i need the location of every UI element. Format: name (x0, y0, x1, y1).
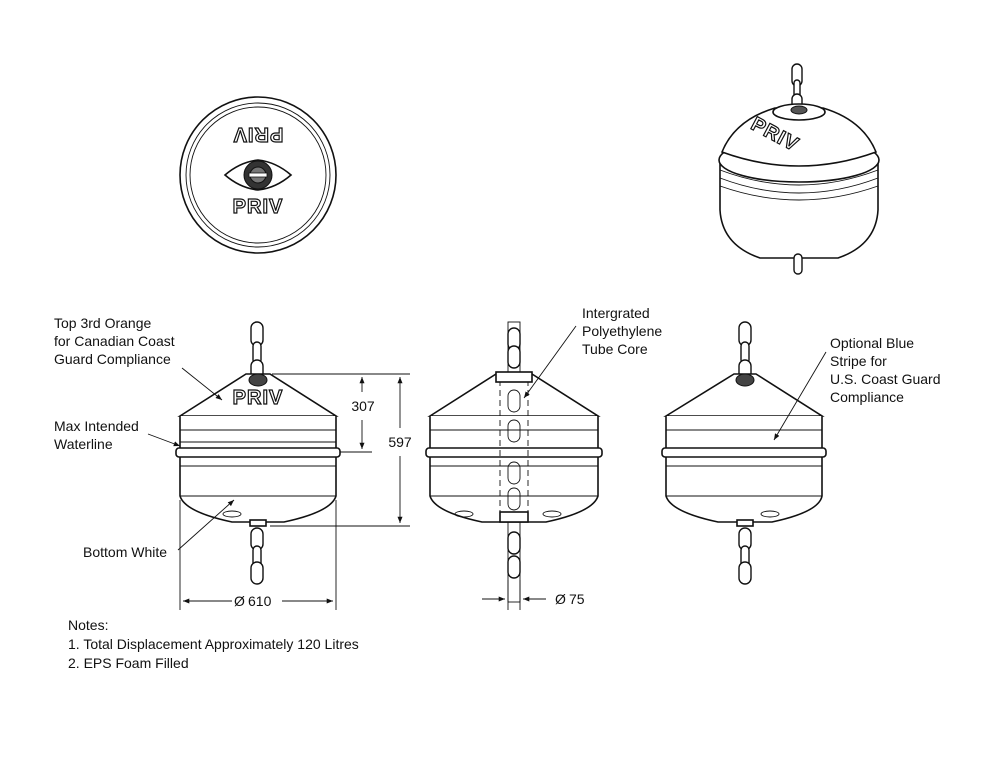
dimension-lines (179, 373, 546, 610)
front-view: PRIV (175, 321, 341, 585)
front-view-logo: PRIV (233, 387, 284, 409)
callout-top-orange: Top 3rd Orange for Canadian Coast Guard … (54, 315, 175, 367)
callout-leaders (147, 325, 827, 551)
lifting-lug-top (223, 159, 293, 191)
callout-blue-stripe-line2: Stripe for (830, 353, 887, 369)
dim-core-diameter-value: 75 (569, 591, 585, 607)
dim-total-height: 597 (388, 434, 412, 450)
section-chain (507, 327, 521, 579)
callout-tube-core-line1: Intergrated (582, 305, 650, 321)
side-view (661, 321, 827, 585)
callout-blue-stripe: Optional Blue Stripe for U.S. Coast Guar… (830, 335, 941, 405)
section-view (425, 321, 603, 603)
front-chain-bottom (250, 527, 264, 585)
callout-top-orange-line2: for Canadian Coast (54, 333, 175, 349)
dim-core-diameter: Ø 75 (555, 591, 585, 607)
note-item-2: 2. EPS Foam Filled (68, 655, 189, 671)
callout-blue-stripe-line4: Compliance (830, 389, 904, 405)
iso-chain-bottom (793, 253, 803, 275)
top-view-logo-upper: PRIV (233, 123, 284, 145)
notes-heading: Notes: (68, 617, 108, 633)
top-view-logo-lower: PRIV (233, 196, 284, 218)
callout-waterline-line1: Max Intended (54, 418, 139, 434)
callout-top-orange-line1: Top 3rd Orange (54, 315, 151, 331)
isometric-view: PRIV (718, 63, 880, 275)
side-chain-top (738, 321, 752, 383)
callout-bottom-white: Bottom White (83, 544, 167, 560)
dim-diameter-value: 610 (248, 593, 272, 609)
callout-blue-stripe-line1: Optional Blue (830, 335, 914, 351)
core-diameter-symbol: Ø (555, 591, 566, 607)
dim-diameter: Ø 610 (234, 593, 272, 609)
diameter-symbol: Ø (234, 593, 245, 609)
callout-blue-stripe-line3: U.S. Coast Guard (830, 371, 941, 387)
note-item-1: 1. Total Displacement Approximately 120 … (68, 636, 359, 652)
top-view: PRIV PRIV (179, 96, 337, 254)
notes-block: Notes: 1. Total Displacement Approximate… (68, 617, 359, 671)
front-chain-top (250, 321, 264, 383)
side-chain-bottom (738, 527, 752, 585)
callout-tube-core-line3: Tube Core (582, 341, 648, 357)
dim-top-height: 307 (351, 398, 375, 414)
callout-tube-core-line2: Polyethylene (582, 323, 662, 339)
callout-waterline-line2: Waterline (54, 436, 113, 452)
callout-tube-core: Intergrated Polyethylene Tube Core (582, 305, 662, 357)
callout-waterline: Max Intended Waterline (54, 418, 139, 452)
callout-top-orange-line3: Guard Compliance (54, 351, 171, 367)
